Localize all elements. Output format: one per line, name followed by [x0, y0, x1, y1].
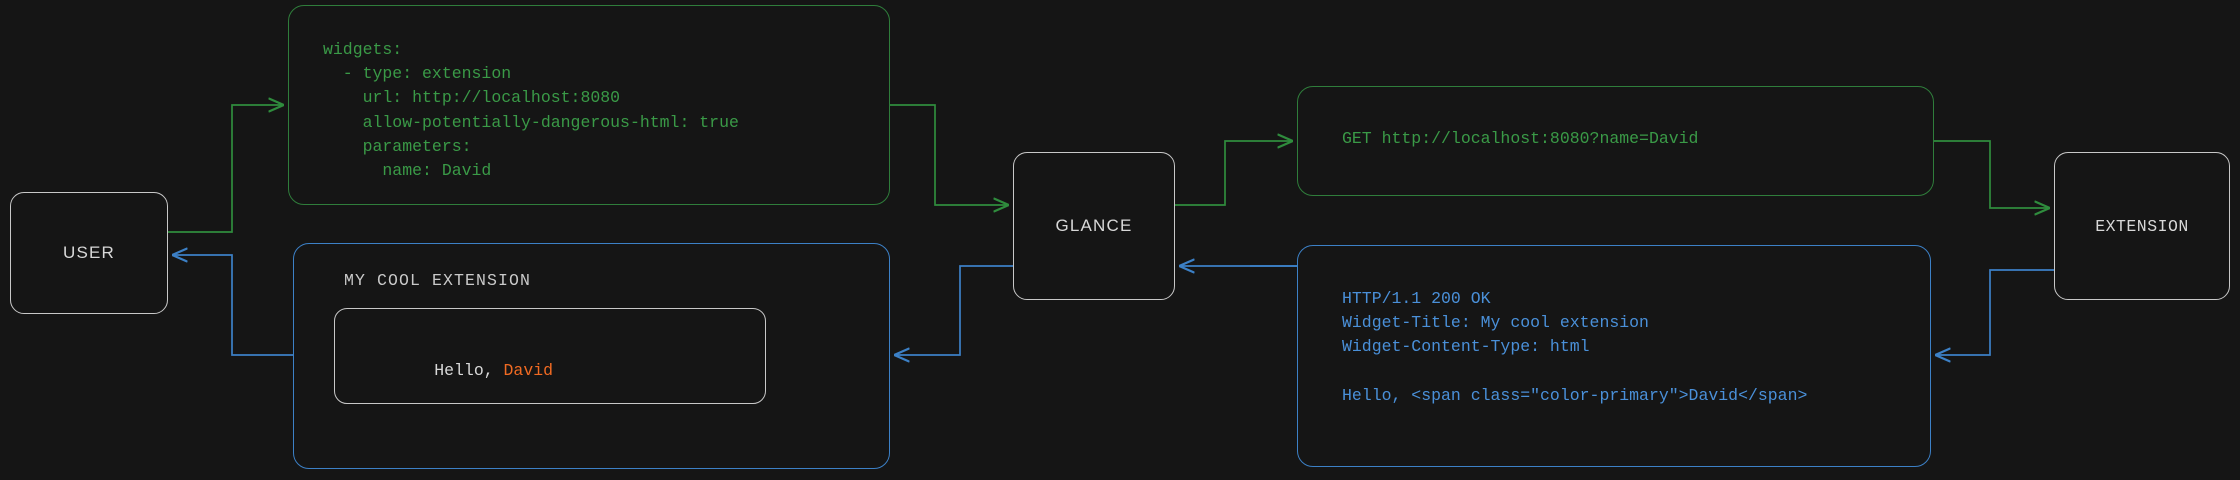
edge-user-to-config — [168, 105, 283, 233]
edge-glance-to-request — [1175, 141, 1292, 206]
http-request-code: GET http://localhost:8080?name=David — [1342, 129, 1699, 148]
rendered-widget-card: Hello, David — [334, 308, 766, 404]
panel-yaml-config: widgets: - type: extension url: http://l… — [288, 5, 890, 205]
edge-extension-to-response — [1936, 269, 2054, 355]
edge-request-to-extension — [1934, 140, 2049, 208]
edge-widget-to-user — [173, 255, 293, 356]
yaml-config-code: widgets: - type: extension url: http://l… — [323, 40, 739, 181]
panel-rendered-widget: MY COOL EXTENSION Hello, David — [293, 243, 890, 469]
rendered-widget-greeting: Hello, — [434, 361, 504, 380]
rendered-widget-title: MY COOL EXTENSION — [344, 271, 532, 290]
node-glance[interactable]: GLANCE — [1013, 152, 1175, 300]
node-user-label: USER — [62, 243, 116, 262]
edge-config-to-glance — [890, 104, 1008, 205]
panel-http-response: HTTP/1.1 200 OK Widget-Title: My cool ex… — [1297, 245, 1931, 467]
node-user[interactable]: USER — [10, 192, 168, 314]
rendered-widget-body: Hello, David — [355, 342, 553, 399]
http-response-code: HTTP/1.1 200 OK Widget-Title: My cool ex… — [1342, 289, 1808, 405]
node-glance-label: GLANCE — [1055, 216, 1133, 235]
panel-http-request: GET http://localhost:8080?name=David — [1297, 86, 1934, 196]
node-extension[interactable]: EXTENSION — [2054, 152, 2230, 300]
edge-glance-to-widget — [895, 265, 1013, 355]
node-extension-label: EXTENSION — [2095, 216, 2189, 236]
rendered-widget-name: David — [503, 361, 554, 380]
